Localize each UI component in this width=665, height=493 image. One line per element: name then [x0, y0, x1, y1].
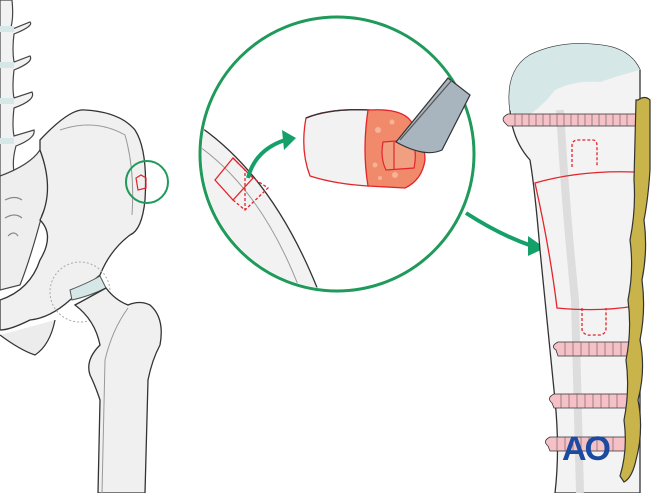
magnified-view: [198, 15, 476, 293]
osteotome: [395, 77, 471, 154]
arrow-icon: [464, 211, 533, 248]
spine: [0, 0, 35, 177]
ao-logo: AO: [562, 430, 611, 468]
harvest-site-marker: [125, 160, 169, 204]
harvest-outline: [214, 157, 270, 211]
humerus: [502, 43, 651, 493]
bone-graft-block: [303, 109, 426, 189]
bone-plate: [619, 96, 651, 483]
femur: [73, 287, 162, 493]
graft-site: [534, 139, 636, 336]
arrow-icon: [246, 138, 286, 179]
